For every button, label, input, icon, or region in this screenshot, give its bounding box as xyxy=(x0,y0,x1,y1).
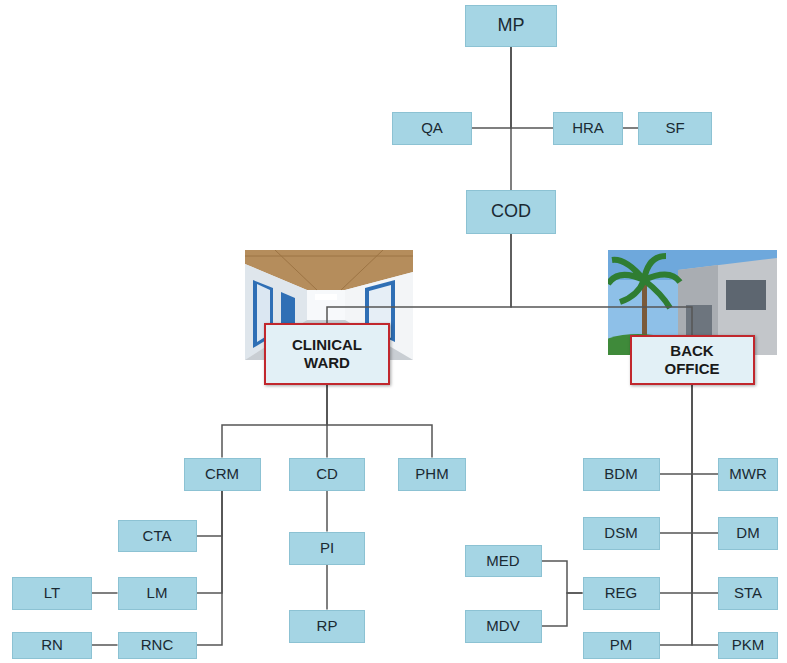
role-box: CTA xyxy=(118,520,197,552)
connector-line xyxy=(623,127,638,129)
connector-line xyxy=(327,385,432,458)
role-box: RNC xyxy=(118,632,197,659)
role-box: MDV xyxy=(465,610,542,643)
role-box: LT xyxy=(12,577,92,610)
connector-line xyxy=(660,385,693,533)
connector-line xyxy=(92,644,118,646)
node-label: DM xyxy=(736,524,759,542)
role-box: HRA xyxy=(553,112,623,145)
connector-line xyxy=(472,47,511,128)
role-box: COD xyxy=(466,190,556,234)
node-label: PI xyxy=(320,539,334,557)
node-label: MDV xyxy=(486,617,519,635)
node-label: CTA xyxy=(143,527,172,545)
connector-line xyxy=(197,491,223,537)
node-label: BACK OFFICE xyxy=(642,342,742,378)
node-label: RP xyxy=(317,617,338,635)
connector-line xyxy=(197,491,223,646)
role-box: BDM xyxy=(583,458,660,491)
department-box: CLINICAL WARD xyxy=(264,323,390,385)
role-box: RP xyxy=(289,610,365,643)
node-label: COD xyxy=(491,201,531,223)
connector-line xyxy=(692,385,718,593)
node-label: CLINICAL WARD xyxy=(277,336,377,372)
connector-line xyxy=(542,593,583,626)
connector-line xyxy=(660,385,693,593)
node-label: HRA xyxy=(572,119,604,137)
role-box: STA xyxy=(718,577,778,610)
role-box: CRM xyxy=(184,458,261,491)
connector-line xyxy=(542,561,583,593)
connector-line xyxy=(511,47,553,128)
role-box: LM xyxy=(118,577,197,610)
node-label: CD xyxy=(316,465,338,483)
connector-line xyxy=(326,565,328,610)
connector-line xyxy=(222,385,327,458)
node-label: SF xyxy=(665,119,684,137)
role-box: MWR xyxy=(718,458,778,491)
connector-line xyxy=(692,385,718,474)
node-label: LM xyxy=(147,584,168,602)
role-box: RN xyxy=(12,632,92,659)
node-label: QA xyxy=(421,119,443,137)
role-box: SF xyxy=(638,112,712,145)
connector-line xyxy=(197,491,223,594)
role-box: PM xyxy=(583,632,660,659)
node-label: CRM xyxy=(205,465,239,483)
node-label: MP xyxy=(498,15,525,37)
node-label: PKM xyxy=(732,636,765,654)
node-label: STA xyxy=(734,584,762,602)
connector-line xyxy=(326,491,328,532)
connector-line xyxy=(327,234,511,323)
node-label: REG xyxy=(605,584,638,602)
node-label: RNC xyxy=(141,636,174,654)
connector-line xyxy=(660,385,693,645)
node-label: PM xyxy=(610,636,633,654)
connector-line xyxy=(511,234,692,335)
node-label: BDM xyxy=(604,465,637,483)
connector-line xyxy=(510,47,512,190)
connector-line xyxy=(692,385,718,533)
role-box: DM xyxy=(718,517,778,550)
node-label: DSM xyxy=(604,524,637,542)
node-label: RN xyxy=(41,636,63,654)
role-box: QA xyxy=(392,112,472,145)
node-label: MWR xyxy=(729,465,767,483)
role-box: PI xyxy=(289,532,365,565)
node-label: MED xyxy=(486,552,519,570)
node-label: LT xyxy=(44,584,60,602)
node-label: PHM xyxy=(415,465,448,483)
role-box: PKM xyxy=(718,632,778,659)
connector-line xyxy=(660,385,693,474)
role-box: CD xyxy=(289,458,365,491)
department-box: BACK OFFICE xyxy=(630,335,755,385)
role-box: REG xyxy=(583,577,660,610)
role-box: MP xyxy=(465,5,557,47)
role-box: MED xyxy=(465,545,542,577)
connector-line xyxy=(92,592,118,594)
role-box: PHM xyxy=(398,458,466,491)
connector-line xyxy=(692,385,718,645)
role-box: DSM xyxy=(583,517,660,550)
